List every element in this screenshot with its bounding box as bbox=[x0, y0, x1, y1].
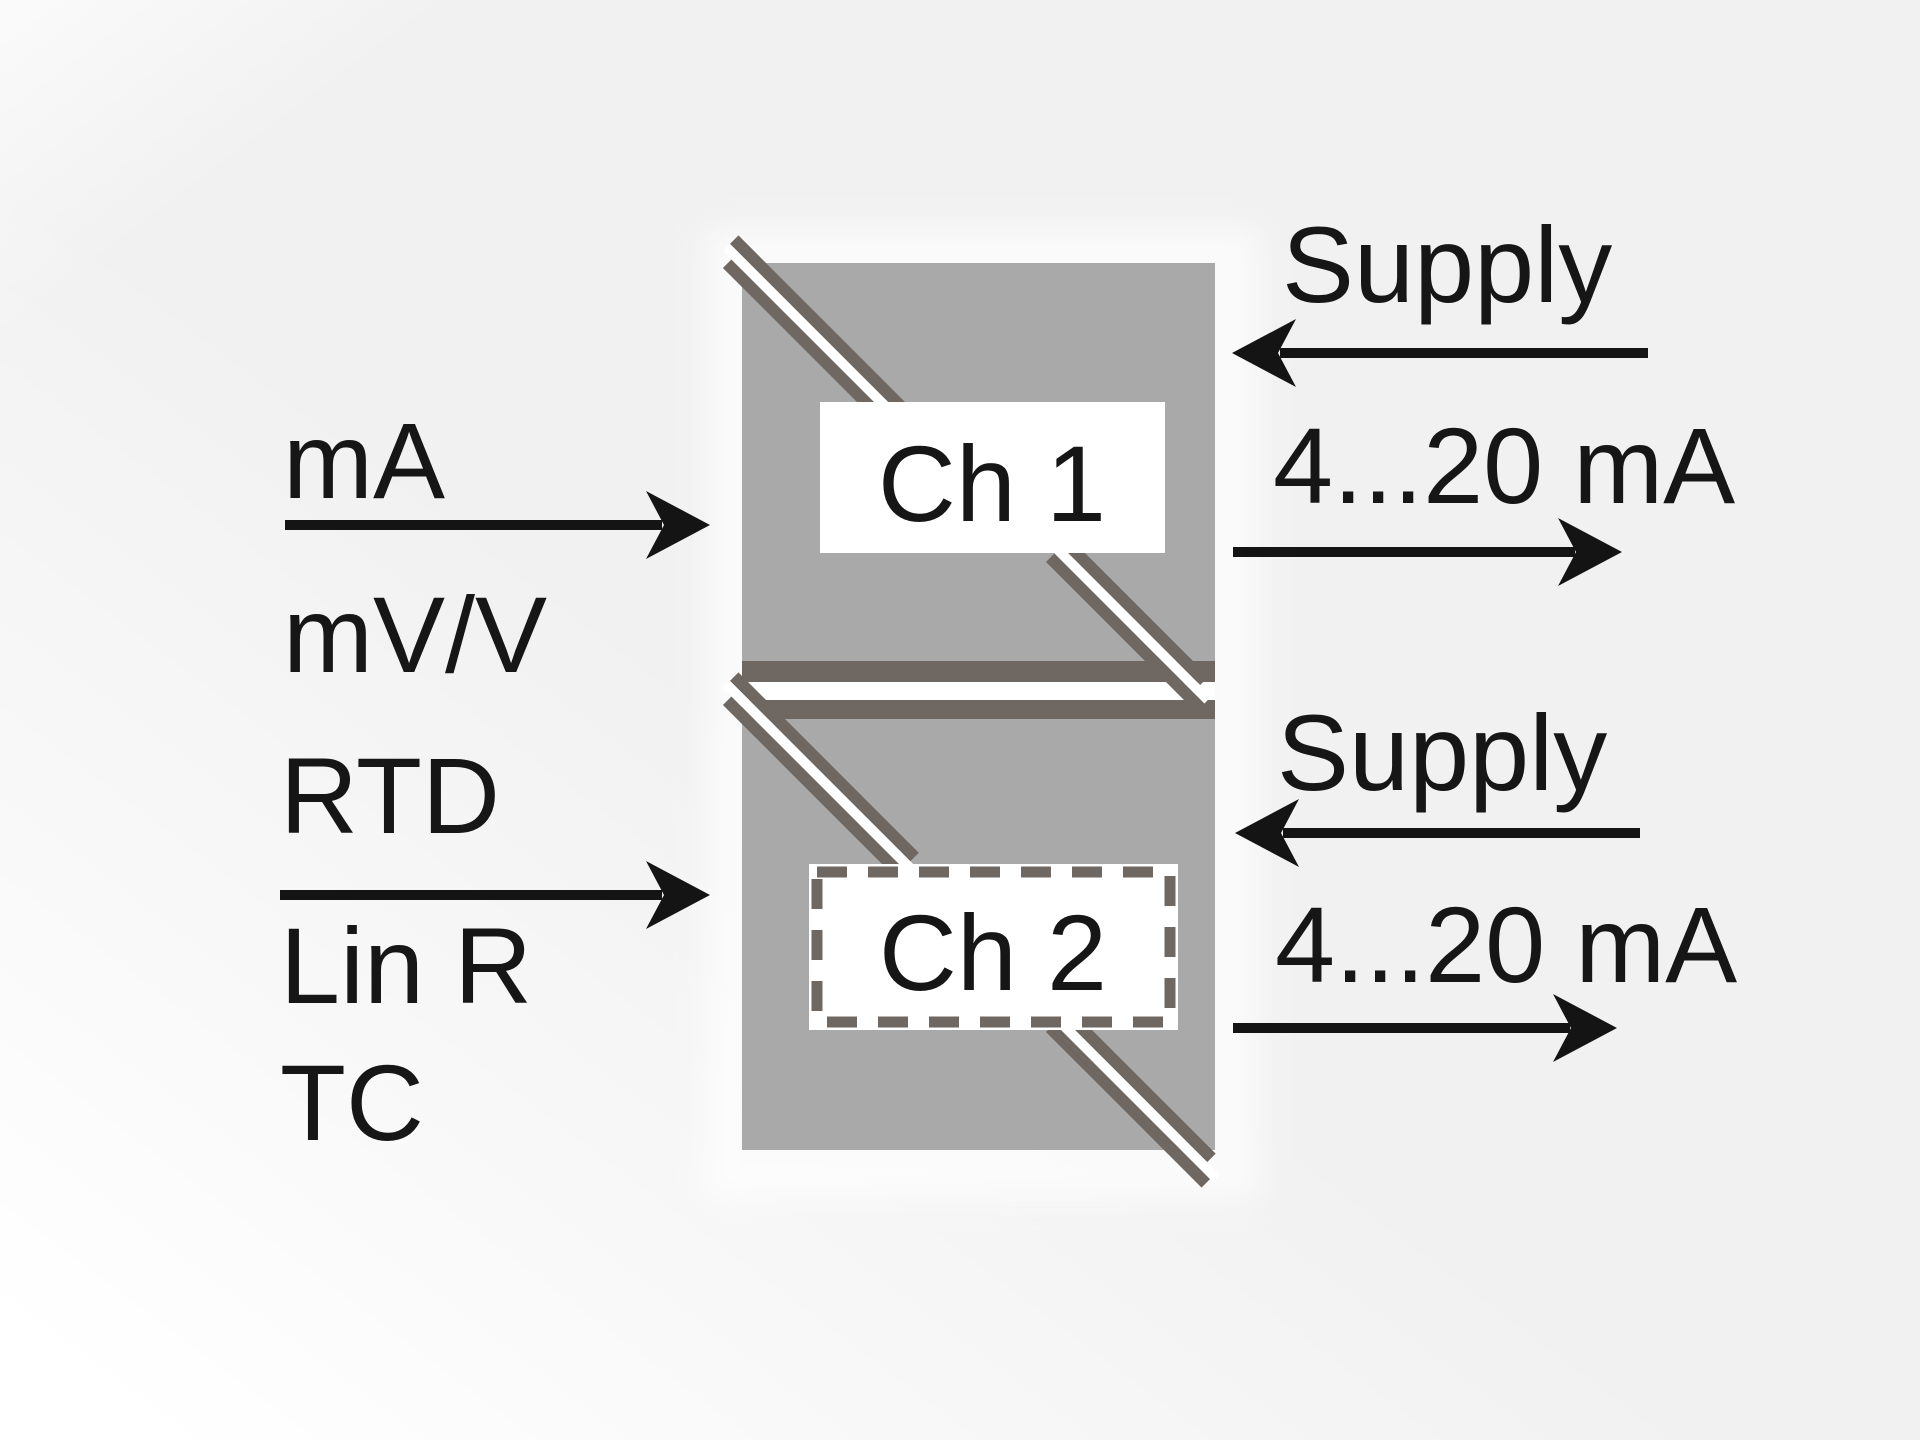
channel1-output-label: 4...20 mA bbox=[1273, 405, 1735, 526]
block-gap bbox=[742, 682, 1215, 700]
arrow-left-icon bbox=[1232, 319, 1296, 387]
channel1-supply: Supply bbox=[1232, 204, 1648, 387]
input-label-mvv: mV/V bbox=[283, 574, 547, 695]
channel2-output: 4...20 mA bbox=[1233, 884, 1737, 1062]
arrow-left-icon bbox=[1235, 799, 1299, 867]
channel2-label-box-dashed-border bbox=[811, 866, 1176, 1028]
channel1-output: 4...20 mA bbox=[1233, 405, 1735, 586]
channel1-label-box-fill bbox=[820, 402, 1165, 553]
channel2-input-arrow bbox=[280, 861, 710, 929]
channel1-label: Ch 1 bbox=[878, 423, 1106, 544]
channel1-label-box: Ch 1 bbox=[820, 402, 1165, 553]
channel2-label-box: Ch 2 bbox=[809, 864, 1178, 1030]
input-label-tc: TC bbox=[280, 1042, 424, 1163]
channel2-output-label: 4...20 mA bbox=[1275, 884, 1737, 1005]
channel2-supply: Supply bbox=[1235, 692, 1640, 867]
channel1-supply-label: Supply bbox=[1282, 204, 1612, 325]
channel1-input-arrow bbox=[285, 491, 710, 559]
input-label-ma: mA bbox=[283, 400, 445, 521]
channel2-label-box-fill bbox=[809, 864, 1178, 1030]
arrow-right-icon bbox=[646, 861, 710, 929]
channel2-label: Ch 2 bbox=[879, 892, 1107, 1013]
arrow-right-icon bbox=[1558, 518, 1622, 586]
arrow-right-icon bbox=[646, 491, 710, 559]
channel2-supply-label: Supply bbox=[1277, 692, 1607, 813]
channel2-top-edge bbox=[742, 700, 1215, 719]
input-label-linr: Lin R bbox=[280, 905, 532, 1026]
channel1-bottom-edge bbox=[742, 661, 1215, 682]
input-label-rtd: RTD bbox=[280, 735, 500, 856]
channel1-isolation-stripe-bottom bbox=[1045, 537, 1212, 710]
channel1-isolation-stripe-top bbox=[722, 235, 919, 447]
channel2-isolation-stripe-bottom bbox=[1045, 1007, 1220, 1188]
arrow-right-icon bbox=[1553, 994, 1617, 1062]
channel2-isolation-stripe-top bbox=[722, 672, 919, 884]
